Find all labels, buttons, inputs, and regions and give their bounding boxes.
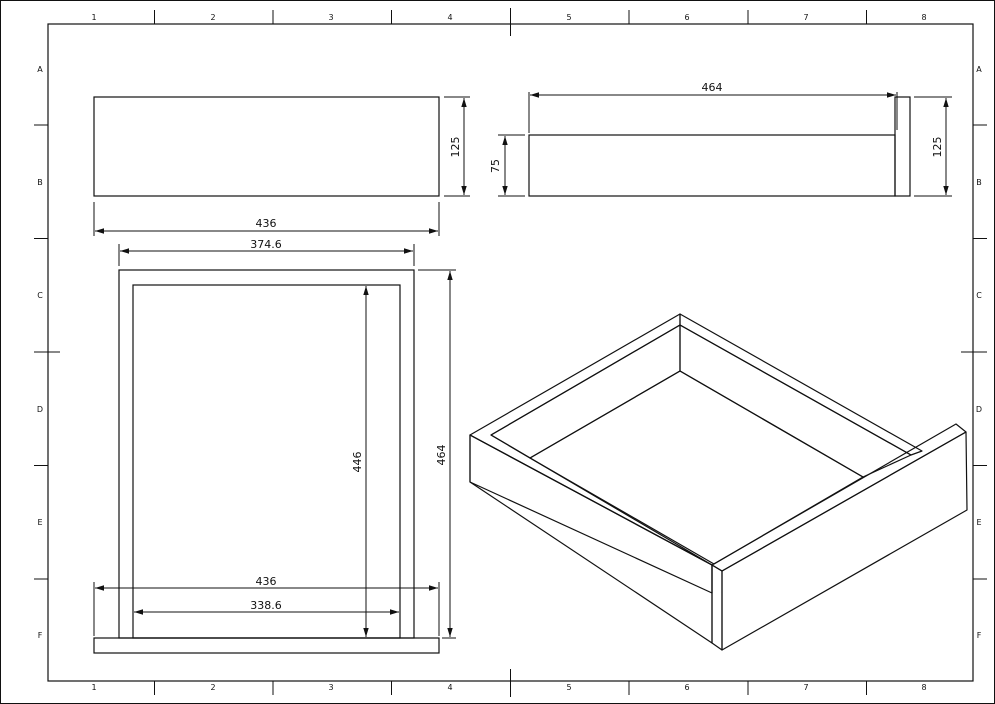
side-length-label: 464 — [702, 81, 723, 94]
column-labels-top: 1 2 3 4 5 6 7 8 — [91, 13, 926, 22]
iso-left-wall-face — [469, 434, 713, 644]
col-label-top-2: 2 — [210, 13, 215, 22]
top-outer-depth-label: 464 — [435, 445, 448, 466]
iso-front-panel-face — [721, 431, 968, 651]
col-label-bottom-5: 5 — [566, 683, 571, 692]
iso-front-panel-edge — [711, 564, 723, 651]
top-view-front-panel — [93, 637, 440, 654]
top-inner-width-label: 374.6 — [250, 238, 282, 251]
row-label-left-d: D — [37, 405, 43, 414]
side-panel-height-label: 75 — [489, 159, 502, 173]
drawing-frame — [47, 23, 974, 682]
iso-right-wall-top — [679, 313, 923, 456]
top-outer-width-label: 436 — [256, 575, 277, 588]
side-front-panel — [894, 96, 911, 197]
row-label-left-e: E — [37, 518, 42, 527]
column-ticks — [154, 8, 867, 697]
side-panel — [528, 134, 896, 197]
col-label-top-7: 7 — [803, 13, 808, 22]
iso-front-panel-top — [711, 423, 967, 572]
front-view: 125 436 — [93, 96, 470, 236]
col-label-bottom-4: 4 — [447, 683, 452, 692]
top-view: 374.6 464 446 436 338.6 — [93, 238, 456, 654]
col-label-top-3: 3 — [328, 13, 333, 22]
col-label-bottom-1: 1 — [91, 683, 96, 692]
col-label-top-8: 8 — [921, 13, 926, 22]
row-label-right-d: D — [976, 405, 982, 414]
col-label-top-4: 4 — [447, 13, 452, 22]
col-label-bottom-2: 2 — [210, 683, 215, 692]
col-label-bottom-3: 3 — [328, 683, 333, 692]
row-label-right-c: C — [976, 291, 982, 300]
row-label-left-a: A — [37, 65, 43, 74]
isometric-view — [469, 313, 968, 651]
col-label-top-1: 1 — [91, 13, 96, 22]
row-label-right-f: F — [977, 631, 982, 640]
row-ticks — [34, 124, 987, 580]
iso-back-wall — [490, 324, 681, 459]
top-inner-depth-label: 446 — [351, 452, 364, 473]
side-height-label: 125 — [931, 137, 944, 158]
col-label-top-5: 5 — [566, 13, 571, 22]
row-labels-right: A B C D E F — [976, 65, 982, 640]
row-label-left-b: B — [37, 178, 43, 187]
col-label-top-6: 6 — [684, 13, 689, 22]
front-height-label: 125 — [449, 137, 462, 158]
col-label-bottom-6: 6 — [684, 683, 689, 692]
row-label-left-f: F — [38, 631, 43, 640]
row-label-right-e: E — [976, 518, 981, 527]
iso-left-wall-top — [469, 313, 713, 566]
iso-left-wall-outer — [469, 434, 713, 594]
col-label-bottom-8: 8 — [921, 683, 926, 692]
top-bottom-width-label: 338.6 — [250, 599, 282, 612]
col-label-bottom-7: 7 — [803, 683, 808, 692]
front-view-outline — [93, 96, 440, 197]
row-label-left-c: C — [37, 291, 43, 300]
row-labels-left: A B C D E F — [37, 65, 43, 640]
front-width-label: 436 — [256, 217, 277, 230]
side-view: 464 75 125 — [489, 81, 952, 197]
row-label-right-a: A — [976, 65, 982, 74]
row-label-right-b: B — [976, 178, 982, 187]
iso-right-wall — [679, 324, 912, 478]
column-labels-bottom: 1 2 3 4 5 6 7 8 — [91, 683, 926, 692]
